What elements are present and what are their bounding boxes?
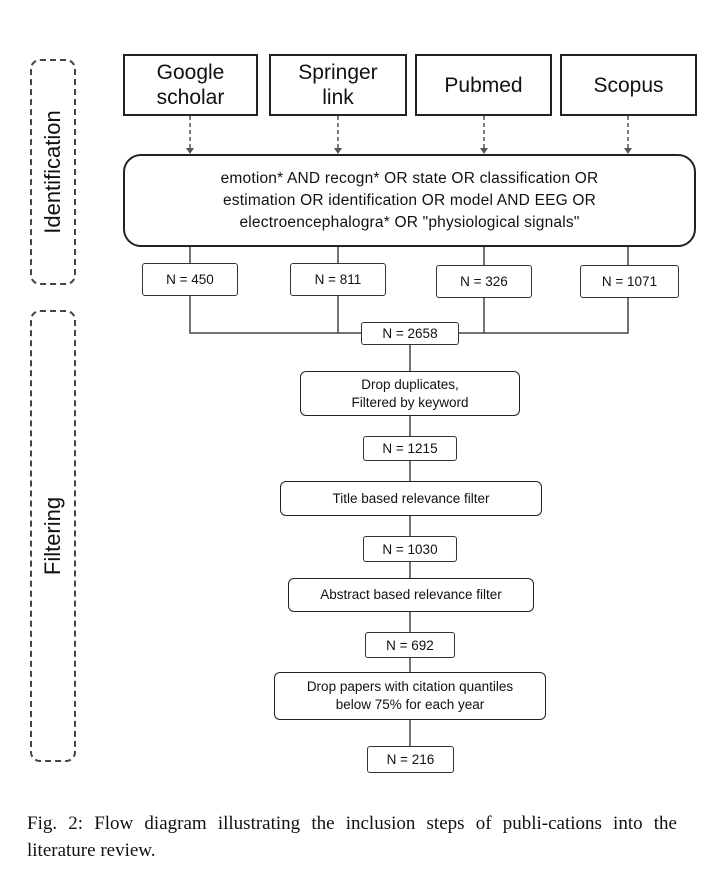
count-after-dedup: N = 1215 (363, 436, 457, 461)
identification-phase-bar: Identification (30, 59, 76, 285)
count-springer-link: N = 811 (290, 263, 386, 296)
count-pubmed: N = 326 (436, 265, 532, 298)
count-after-abstract: N = 692 (365, 632, 455, 658)
source-pubmed: Pubmed (415, 54, 552, 116)
count-final: N = 216 (367, 746, 454, 773)
figure-caption: Fig. 2: Flow diagram illustrating the in… (27, 813, 677, 861)
step-drop-duplicates: Drop duplicates, Filtered by keyword (300, 371, 520, 416)
count-scopus: N = 1071 (580, 265, 679, 298)
source-google-scholar: Google scholar (123, 54, 258, 116)
count-total: N = 2658 (361, 322, 459, 345)
step-abstract-filter: Abstract based relevance filter (288, 578, 534, 612)
step-title-filter: Title based relevance filter (280, 481, 542, 516)
filtering-phase-label: Filtering (40, 496, 65, 576)
search-query-box: emotion* AND recogn* OR state OR classif… (123, 154, 696, 247)
filtering-phase-bar: Filtering (30, 310, 76, 762)
source-scopus: Scopus (560, 54, 697, 116)
source-springer-link: Springer link (269, 54, 407, 116)
count-after-title: N = 1030 (363, 536, 457, 562)
step-citation-filter: Drop papers with citation quantiles belo… (274, 672, 546, 720)
count-google-scholar: N = 450 (142, 263, 238, 296)
identification-phase-label: Identification (40, 110, 65, 234)
